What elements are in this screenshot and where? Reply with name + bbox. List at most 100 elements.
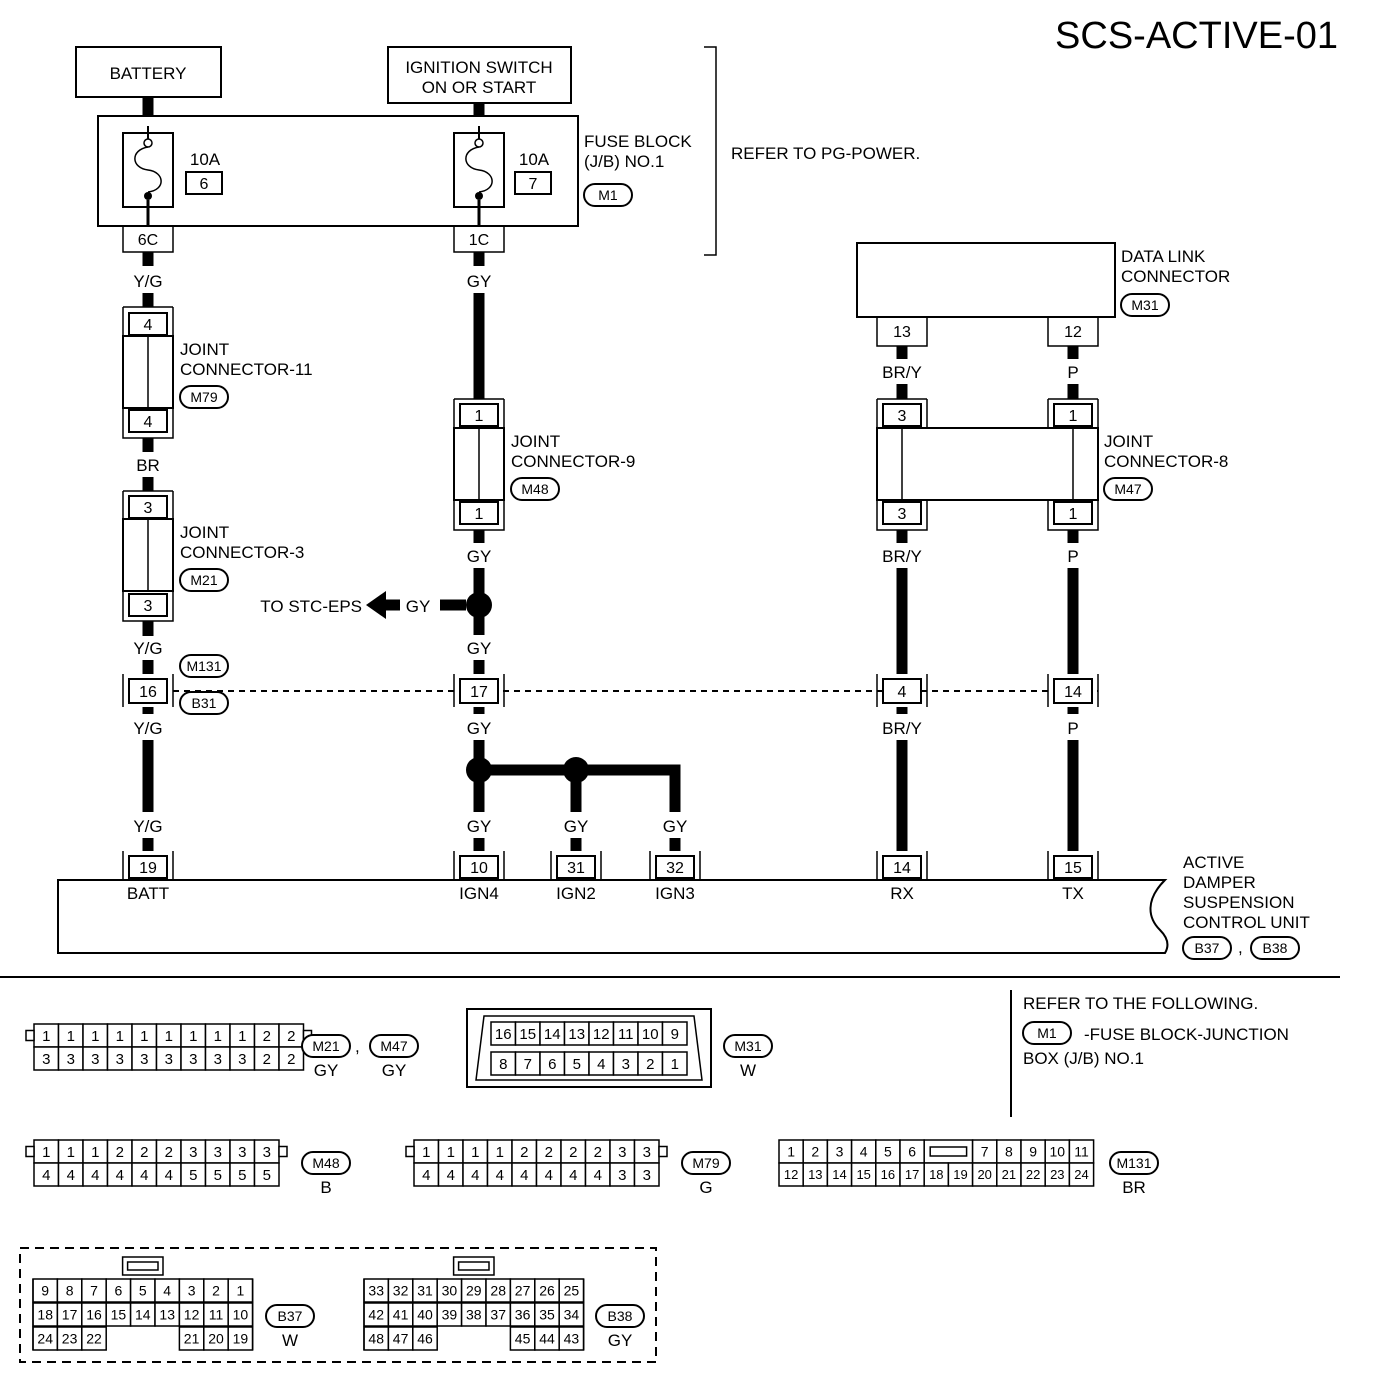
face-m21-pin: 2: [287, 1028, 295, 1045]
face-b37-badge: [265, 1304, 315, 1328]
j3-pin-top: 3: [144, 500, 153, 517]
face-b37-cell: [81, 1326, 107, 1351]
face-b38-pin: 30: [442, 1283, 458, 1299]
wire-color-p-1: P: [1067, 363, 1078, 382]
wire-color-bry-1: BR/Y: [882, 363, 922, 382]
face-b38-code: B38: [608, 1308, 633, 1324]
face-m48-pin: 3: [238, 1144, 246, 1161]
face-m21-pin: 1: [42, 1028, 50, 1045]
face-m48-pin: 2: [116, 1144, 124, 1161]
face-b38-pin: 25: [564, 1283, 580, 1299]
ecu-label-4: CONTROL UNIT: [1183, 913, 1310, 932]
face-b37-pin: 3: [188, 1283, 196, 1299]
face-m48-code: M48: [312, 1155, 339, 1171]
face-m31-pin: 5: [573, 1056, 581, 1073]
face-m31-pin: 3: [622, 1056, 630, 1073]
face-m131-pin: 19: [953, 1167, 967, 1182]
wire-color-br: BR: [136, 456, 160, 475]
face-m79-pin: 3: [618, 1144, 626, 1161]
face-m21-separator: ,: [355, 1037, 360, 1056]
face-m131-pin: 15: [856, 1167, 870, 1182]
face-b38-key-slot: [457, 1261, 490, 1271]
face-b38-pin: 36: [515, 1307, 531, 1323]
refer-bracket: [704, 46, 717, 256]
face-m131-pin: 9: [1029, 1144, 1037, 1160]
ecu-label-3: SUSPENSION: [1183, 893, 1294, 912]
b-connectors-dashed-frame: [19, 1247, 657, 1363]
wire-color-gy-5: GY: [467, 817, 492, 836]
face-b37-pin: 1: [237, 1283, 245, 1299]
face-m21-color: GY: [314, 1061, 339, 1080]
j11-label-2: CONNECTOR-11: [180, 360, 313, 379]
face-b37-pin: 10: [233, 1307, 249, 1323]
face-m48-cell: [253, 1162, 280, 1187]
face-b37-key-slot: [126, 1261, 159, 1271]
face-m79-pin: 2: [569, 1144, 577, 1161]
face-m31-pin: 7: [524, 1056, 532, 1073]
face-m31-pin: 11: [618, 1026, 634, 1043]
face-b37-pin: 17: [62, 1307, 78, 1323]
splice-stc: [466, 592, 492, 618]
face-m21-pin: 3: [214, 1051, 222, 1068]
j3-label-1: JOINT: [180, 523, 229, 542]
face-m131-pin: 17: [905, 1167, 919, 1182]
face-b38-pin: 44: [539, 1331, 555, 1347]
connector-latch: [25, 1029, 35, 1042]
inline-pin-16-label: 16: [139, 684, 157, 701]
j11-pin-bottom: 4: [144, 414, 153, 431]
face-m21-pin: 1: [189, 1028, 197, 1045]
face-m21-pin: 1: [165, 1028, 173, 1045]
face-m79-pin: 2: [520, 1144, 528, 1161]
face-b38-cell: [412, 1326, 438, 1351]
face-m48-pin: 3: [214, 1144, 222, 1161]
face-b38-pin: 42: [368, 1307, 384, 1323]
j9-code-badge: [510, 477, 560, 501]
face-m48-pin: 4: [42, 1167, 50, 1184]
face-m131-pin: 7: [981, 1144, 989, 1160]
face-b37-color: W: [282, 1331, 298, 1350]
face-b38-pin: 38: [466, 1307, 482, 1323]
j8-pin-3-top: 3: [898, 408, 907, 425]
j9-pin-bottom: 1: [475, 506, 484, 523]
fuse-right: [453, 126, 505, 208]
dlc-pin-12: 12: [1064, 324, 1082, 341]
face-m131-pin: 18: [929, 1167, 943, 1182]
face-m131-code: M131: [1116, 1155, 1151, 1171]
face-m79-pin: 4: [569, 1167, 577, 1184]
face-m21-badge: [301, 1034, 351, 1058]
wire-color-p-3: P: [1067, 719, 1078, 738]
face-m131-pin: 23: [1050, 1167, 1064, 1182]
wire-color-gy-stc: GY: [406, 597, 431, 616]
face-m131-pin: 8: [1005, 1144, 1013, 1160]
ecu-code-2: B38: [1263, 940, 1288, 956]
inline-code-top-badge: [179, 654, 229, 678]
inline-pin-17-label: 17: [470, 684, 488, 701]
ecu-pin-ign4: IGN4: [459, 884, 499, 903]
face-b37-pin: 12: [184, 1307, 200, 1323]
face-m131-pin: 10: [1050, 1144, 1066, 1160]
face-m47-color: GY: [382, 1061, 407, 1080]
face-b37-pin: 19: [233, 1331, 249, 1347]
face-m79-pin: 3: [643, 1144, 651, 1161]
dlc-label-1: DATA LINK: [1121, 247, 1206, 266]
face-b38-pin: 48: [368, 1331, 384, 1347]
wire-color-yg-3: Y/G: [133, 719, 162, 738]
face-m79-pin: 1: [471, 1144, 479, 1161]
face-m31-pin: 4: [597, 1056, 605, 1073]
ecu-pin-rx: RX: [890, 884, 914, 903]
dlc-code: M31: [1131, 297, 1158, 313]
face-m131-pin: 11: [1074, 1144, 1089, 1160]
connector-latch: [278, 1145, 288, 1158]
j9-code: M48: [521, 481, 548, 497]
face-m79-pin: 1: [422, 1144, 430, 1161]
refer-line-3: BOX (J/B) NO.1: [1023, 1049, 1144, 1068]
face-m21-pin: 3: [238, 1051, 246, 1068]
data-link-connector: [856, 242, 1116, 318]
dlc-label-2: CONNECTOR: [1121, 267, 1230, 286]
face-m131-pin: 1: [787, 1144, 795, 1160]
face-m79-color: G: [699, 1178, 712, 1197]
ecu-pin-15-num: 15: [1064, 860, 1082, 877]
face-m131-key-slot: [929, 1146, 968, 1157]
